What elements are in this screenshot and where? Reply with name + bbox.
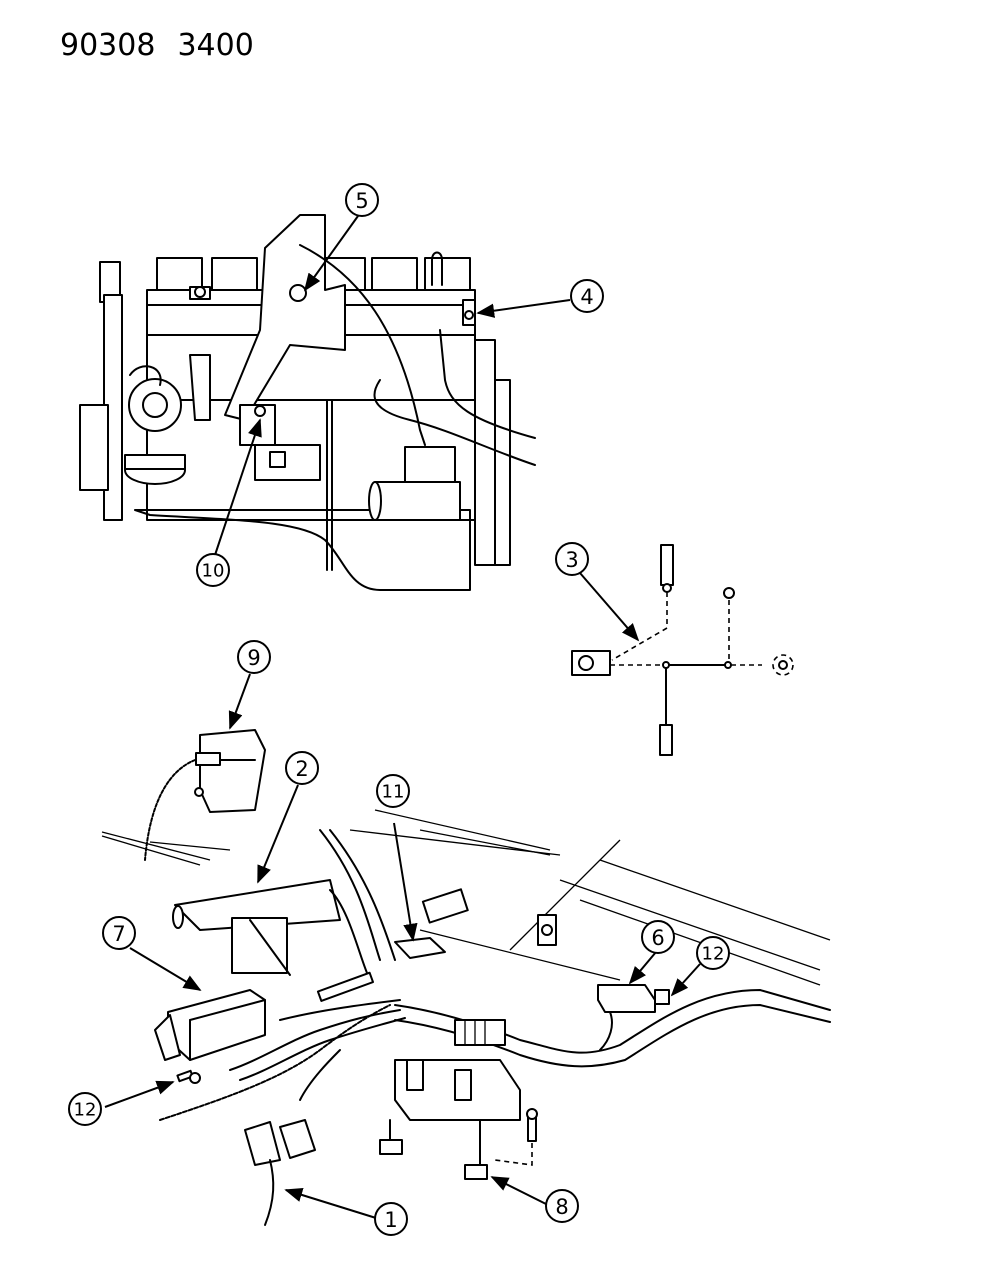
leader-11	[393, 822, 418, 942]
leader-4	[476, 299, 571, 318]
callout-2: 2	[285, 751, 319, 785]
svg-text:12: 12	[702, 944, 725, 965]
callout-12-right: 12	[696, 936, 730, 970]
leader-6	[628, 951, 657, 985]
leader-3	[579, 572, 640, 642]
group-number: 3400	[177, 28, 254, 63]
wiring-schematic	[571, 544, 794, 756]
leader-9	[228, 673, 251, 730]
svg-text:1: 1	[384, 1208, 397, 1232]
callout-12-left: 12	[68, 1092, 102, 1126]
callout-10: 10	[196, 553, 230, 587]
leader-8	[490, 1176, 549, 1206]
engine-illustration	[79, 214, 536, 591]
leader-7	[129, 947, 202, 991]
svg-text:3: 3	[565, 548, 578, 572]
svg-text:7: 7	[112, 922, 125, 946]
leader-2	[257, 784, 299, 884]
leader-10	[214, 418, 262, 556]
svg-text:6: 6	[651, 926, 664, 950]
callout-8: 8	[545, 1189, 579, 1223]
svg-text:4: 4	[580, 285, 593, 309]
callout-11: 11	[376, 774, 410, 808]
svg-text:12: 12	[74, 1100, 97, 1121]
callout-1: 1	[374, 1202, 408, 1236]
figure-header: 90308 3400	[60, 28, 276, 63]
svg-text:9: 9	[247, 646, 260, 670]
callout-3: 3	[555, 542, 589, 576]
figure-number: 90308	[60, 28, 156, 63]
leader-12b	[670, 963, 701, 997]
leader-12a	[104, 1080, 175, 1108]
svg-text:11: 11	[382, 782, 405, 803]
callout-5: 5	[345, 183, 379, 217]
svg-text:5: 5	[355, 189, 368, 213]
svg-text:10: 10	[202, 561, 225, 582]
svg-text:2: 2	[295, 757, 308, 781]
leader-1	[284, 1187, 377, 1219]
callout-6: 6	[641, 920, 675, 954]
svg-text:8: 8	[555, 1195, 568, 1219]
callout-4: 4	[570, 279, 604, 313]
harness-illustration	[101, 729, 831, 1226]
leader-lines	[104, 215, 701, 1219]
callout-7: 7	[102, 916, 136, 950]
leader-5	[303, 215, 359, 292]
callout-9: 9	[237, 640, 271, 674]
